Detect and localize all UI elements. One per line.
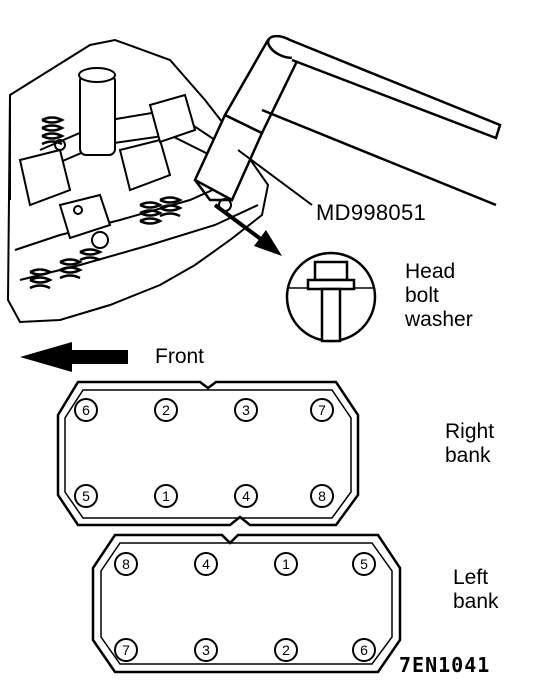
right-bank-bolts: 6 2 3 7 5 1 4 8 [74,398,334,508]
left-bank-label-line: Left [453,566,489,589]
svg-text:5: 5 [82,488,90,504]
right-bank-inner-outline [64,389,352,519]
left-bank-bolt: 7 [114,638,138,662]
svg-text:1: 1 [162,488,170,504]
left-bank-bolt: 3 [194,638,218,662]
left-bank-bolt: 1 [274,552,298,576]
socket-wrench-tool [193,34,502,207]
right-bank-label-line: Right [445,420,495,443]
svg-text:7: 7 [318,402,326,418]
right-bank-bolt: 6 [74,398,98,422]
svg-text:2: 2 [282,642,290,658]
right-bank-bolt: 2 [154,398,178,422]
svg-text:8: 8 [318,488,326,504]
washer-detail-callout [285,251,377,343]
left-bank-label-line: bank [453,590,499,613]
left-bank-inner-outline [100,542,393,665]
svg-text:6: 6 [82,402,90,418]
tool-leader-line [237,149,313,206]
washer-label-line: bolt [405,284,439,307]
washer-label-line: washer [405,308,473,331]
front-arrow [20,342,128,372]
svg-text:2: 2 [162,402,170,418]
front-label: Front [155,345,205,368]
figure-code: 7EN1041 [399,653,491,677]
right-bank-label-line: bank [445,444,491,467]
left-bank-label: Left bank [453,566,499,614]
svg-text:6: 6 [360,642,368,658]
svg-text:4: 4 [202,556,210,572]
right-bank-bolt: 5 [74,484,98,508]
right-bank-bolt: 3 [234,398,258,422]
svg-text:7: 7 [122,642,130,658]
svg-text:3: 3 [242,402,250,418]
left-bank-bolt: 5 [352,552,376,576]
right-bank-label: Right bank [445,420,494,468]
right-bank-bolt: 7 [310,398,334,422]
left-bank-bolt: 6 [352,638,376,662]
left-bank-outline [91,533,402,674]
left-bank-bolt: 8 [114,552,138,576]
right-bank-bolt: 8 [310,484,334,508]
svg-text:5: 5 [360,556,368,572]
right-bank-bolt: 4 [234,484,258,508]
head-bolt-washer-label: Head bolt washer [405,260,473,332]
left-bank-bolt: 2 [274,638,298,662]
right-bank-outline [56,380,360,527]
left-bank-bolt: 4 [194,552,218,576]
tool-label: MD998051 [316,200,427,225]
svg-text:4: 4 [242,488,250,504]
left-bank-bolts: 8 4 1 5 7 3 2 6 [114,552,376,662]
svg-text:1: 1 [282,556,290,572]
svg-text:3: 3 [202,642,210,658]
washer-label-line: Head [405,260,456,283]
svg-text:8: 8 [122,556,130,572]
right-bank-bolt: 1 [154,484,178,508]
washer-arrow [213,203,282,256]
engine-illustration [6,38,270,324]
